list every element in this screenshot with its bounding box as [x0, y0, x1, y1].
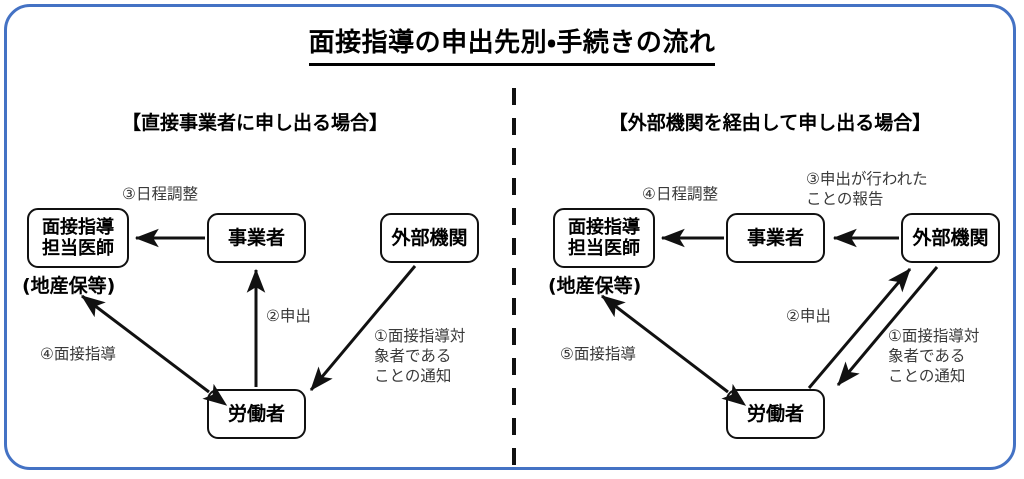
right-box-worker: 労働者 [726, 389, 825, 439]
left-box-worker: 労働者 [207, 389, 306, 439]
right-box-external: 外部機関 [901, 213, 1000, 263]
right-box-doctor: 面接指導 担当医師 [553, 208, 655, 268]
right-step-2-label: ②申出 [786, 307, 831, 325]
outer-frame [4, 4, 1016, 470]
right-step-3-label: ③申出が行われた ことの報告 [806, 170, 928, 208]
page-title-text: 面接指導の申出先別・手続きの流れ [308, 28, 716, 66]
left-box-external: 外部機関 [380, 213, 479, 263]
right-box-doctor-caption: (地産保等) [548, 275, 642, 297]
right-box-employer: 事業者 [726, 213, 825, 263]
left-box-employer: 事業者 [207, 213, 306, 263]
right-step-1-label: ①面接指導対 象者である ことの通知 [888, 327, 980, 385]
left-step-2-label: ②申出 [266, 307, 311, 325]
left-step-1-label: ①面接指導対 象者である ことの通知 [374, 327, 466, 385]
left-step-4-label: ④面接指導 [40, 345, 116, 363]
panel-header-via-external: 【外部機関を経由して申し出る場合】 [608, 112, 932, 134]
panel-header-direct: 【直接事業者に申し出る場合】 [121, 112, 388, 134]
right-step-4-label: ④日程調整 [642, 185, 718, 203]
right-step-5-label: ⑤面接指導 [560, 345, 636, 363]
left-box-doctor-caption: (地産保等) [22, 275, 116, 297]
left-box-doctor: 面接指導 担当医師 [27, 208, 129, 268]
left-step-3-label: ③日程調整 [122, 185, 198, 203]
page-title: 面接指導の申出先別・手続きの流れ [0, 22, 1024, 66]
